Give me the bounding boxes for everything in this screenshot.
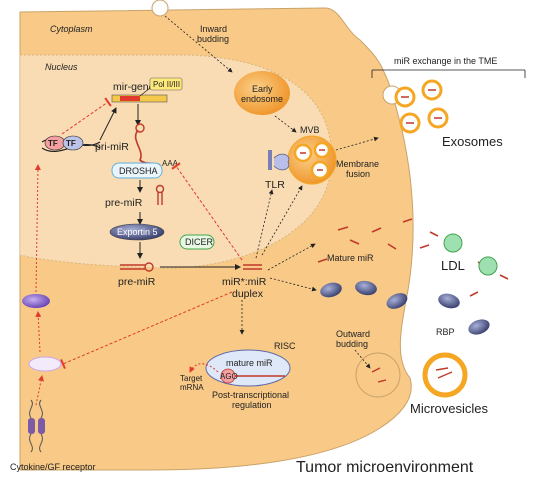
rbp-3 [386, 293, 408, 309]
label-target-2: mRNA [180, 383, 204, 392]
label-duplex-line1: miR*:miR [222, 276, 267, 288]
duplex-strands [243, 264, 262, 270]
label-exportin: Exportin 5 [117, 227, 158, 237]
label-cytoplasm: Cytoplasm [50, 24, 93, 34]
arrow-effector-to-tf [34, 164, 41, 293]
early-endosome [234, 71, 290, 115]
mir-gene-region [120, 96, 140, 101]
label-inward-budding-2: budding [197, 34, 229, 44]
label-ptr-1: Post-transcriptional [212, 390, 289, 400]
pre-mir-nucleus-stem [157, 192, 163, 205]
arrow-receptor-to-effector [35, 375, 44, 406]
label-tf-2: TF [66, 139, 76, 148]
rbp-4 [438, 293, 460, 309]
drosha-badge [111, 162, 163, 179]
label-pre-mir-nucleus: pre-miR [105, 197, 143, 209]
label-target-1: Target [180, 374, 203, 383]
pre-mir-nucleus-loop [155, 184, 165, 194]
ldl-2 [478, 256, 498, 276]
label-ptr-2: regulation [232, 400, 272, 410]
label-mvb: MVB [300, 125, 320, 135]
label-rbp: RBP [436, 327, 455, 337]
label-pre-mir-cyto: pre-miR [118, 276, 156, 288]
label-pol: Pol II/III [153, 80, 180, 89]
signal-effector-pale [28, 356, 62, 372]
label-tlr: TLR [265, 179, 285, 191]
pre-mir-cyto-stem [120, 264, 145, 270]
signal-effector-active [22, 294, 50, 308]
pol-connector [139, 87, 151, 97]
label-mir-exchange: miR exchange in the TME [394, 56, 497, 66]
pol-badge [149, 77, 183, 91]
label-ldl: LDL [441, 258, 465, 273]
label-dicer: DICER [185, 237, 214, 247]
label-outward-budding-2: budding [336, 339, 368, 349]
arrow-duplex-to-mature [267, 243, 316, 271]
ldl-1 [443, 233, 463, 253]
exportin-5 [109, 223, 165, 241]
pre-mir-cyto-loop [144, 262, 154, 272]
ago-protein [220, 368, 236, 384]
exosome-group [394, 79, 449, 134]
label-mature-mir: Mature miR [327, 253, 374, 263]
rbp-2 [355, 280, 377, 296]
label-drosha: DROSHA [119, 166, 158, 176]
label-aaa: AAA [162, 159, 179, 168]
tf-bubble-2 [62, 135, 84, 151]
inhibit-duplex-to-drosha [171, 162, 243, 261]
arrow-membrane-fusion [335, 136, 379, 151]
label-risc: RISC [274, 341, 296, 351]
label-exosomes: Exosomes [442, 134, 503, 149]
label-mature-mir-risc: mature miR [226, 358, 273, 368]
mvb [287, 135, 337, 185]
pri-mir-loop [135, 123, 145, 133]
rbp-5 [468, 319, 490, 335]
arrow-duplex-to-mvb [261, 185, 303, 256]
label-ago: AGO [220, 372, 238, 381]
risc-complex [205, 349, 291, 387]
label-receptor: Cytokine/GF receptor [10, 462, 96, 472]
rbp-1 [320, 282, 342, 298]
arrow-inward-budding [164, 15, 233, 73]
label-tf-1: TF [48, 139, 58, 148]
inhibit-duplex-to-effector [60, 291, 233, 369]
label-pri-mir: pri-miR [95, 141, 129, 153]
arrow-endosome-to-mvb [274, 115, 297, 133]
label-mir-gene: mir-gene [113, 81, 155, 93]
label-membrane-fusion-1: Membrane [336, 159, 379, 169]
label-nucleus: Nucleus [45, 62, 78, 72]
label-outward-budding-1: Outward [336, 329, 370, 339]
label-early-endosome-2: endosome [241, 94, 283, 104]
arrow-effector-activation [35, 311, 42, 353]
label-inward-budding-1: Inward [200, 24, 227, 34]
label-microvesicles: Microvesicles [410, 401, 489, 416]
mvb-cargo [300, 149, 325, 171]
tf-to-gene-arrow [99, 107, 117, 141]
label-tme: Tumor microenvironment [296, 459, 474, 476]
tlr-receptor [273, 153, 290, 171]
inhibit-tf-to-gene [61, 97, 112, 135]
dicer-badge [179, 234, 215, 250]
cytokine-receptor [28, 399, 45, 453]
tlr-stem [268, 150, 272, 170]
label-membrane-fusion-2: fusion [346, 169, 370, 179]
label-early-endosome-1: Early [252, 84, 273, 94]
label-duplex-line2: duplex [232, 288, 264, 300]
